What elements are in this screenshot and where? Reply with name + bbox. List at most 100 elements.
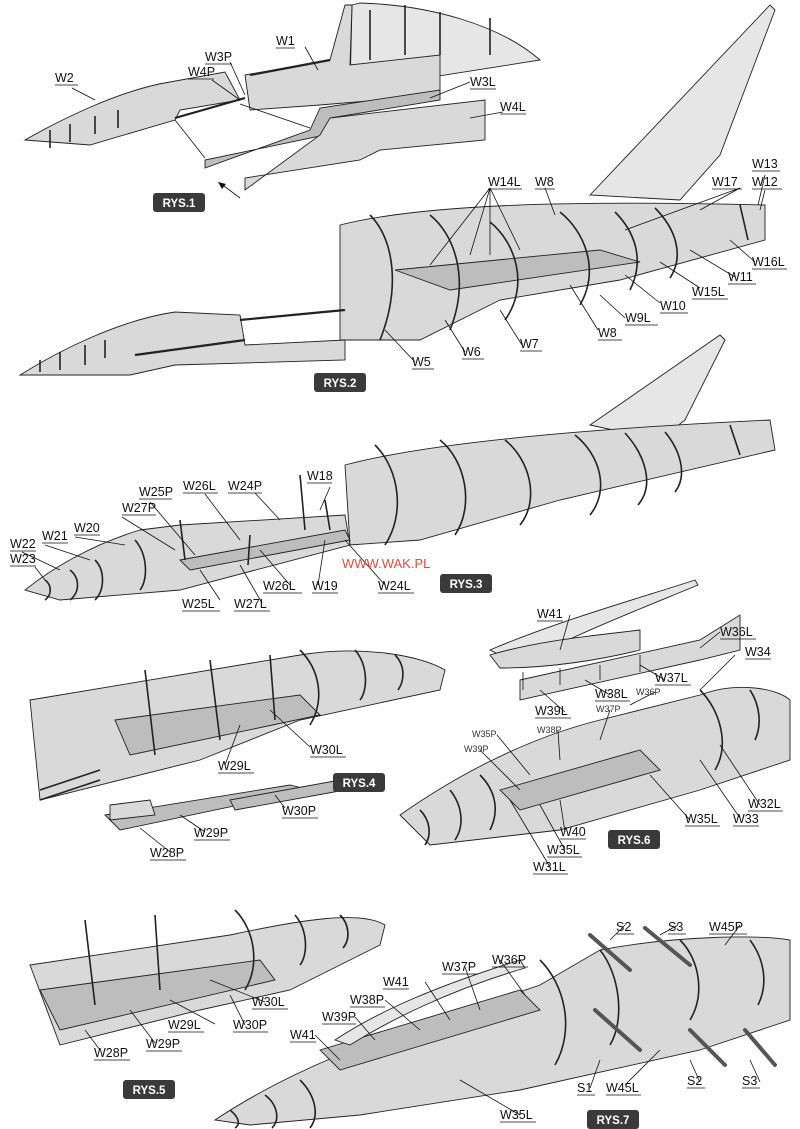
part-label: W19 — [312, 579, 338, 593]
part-label: W38P — [537, 725, 562, 735]
part-label: W45P — [709, 920, 743, 934]
part-label: W22 — [10, 537, 36, 551]
part-label: S2 — [687, 1074, 702, 1088]
part-label: W24P — [228, 479, 262, 493]
labels-rys2: W13 W14L W8 W17 W12 W16L W11 W15L W10 W9… — [412, 157, 785, 369]
part-label: W16L — [752, 255, 785, 269]
leader-lines — [21, 46, 766, 1116]
part-label: W41 — [383, 975, 409, 989]
part-label: W31L — [533, 860, 566, 874]
part-label: W38P — [350, 993, 384, 1007]
labels-rys5: W30L W29L W30P W28P W29P — [94, 995, 285, 1060]
part-label: W8 — [598, 326, 617, 340]
part-label: W2 — [55, 71, 74, 85]
part-label: W4P — [188, 65, 215, 79]
svg-text:RYS.7: RYS.7 — [597, 1115, 630, 1127]
figure-rys5 — [29, 909, 386, 1046]
part-label: W23 — [10, 552, 36, 566]
part-label: W37P — [442, 960, 476, 974]
figure-rys2 — [18, 4, 776, 376]
labels-rys6: W41 W36L W34 W37L W38L W36P W39L W37P W3… — [464, 607, 781, 874]
part-label: W21 — [42, 529, 68, 543]
labels-rys1: W2 W3P W4P W1 W3L W4L — [55, 34, 526, 114]
part-label: S3 — [742, 1074, 757, 1088]
part-label: W12 — [752, 175, 778, 189]
part-label: W6 — [462, 345, 481, 359]
part-label: W7 — [520, 337, 539, 351]
part-label: W28P — [150, 846, 184, 860]
svg-text:RYS.2: RYS.2 — [324, 378, 357, 390]
part-label: W27L — [234, 597, 267, 611]
svg-text:RYS.1: RYS.1 — [163, 198, 196, 210]
part-label: W1 — [276, 34, 295, 48]
svg-text:RYS.5: RYS.5 — [133, 1085, 166, 1097]
label-underlines — [10, 47, 787, 1123]
part-label: W36L — [720, 625, 753, 639]
part-label: W41 — [537, 607, 563, 621]
part-label: W40 — [560, 825, 586, 839]
part-label: W35L — [500, 1108, 533, 1122]
figure-rys4 — [29, 649, 446, 831]
part-label: W34 — [745, 645, 771, 659]
part-label: W35L — [685, 812, 718, 826]
part-label: W39P — [322, 1010, 356, 1024]
part-label: W37L — [655, 671, 688, 685]
part-label: W4L — [500, 100, 526, 114]
part-label: W18 — [307, 469, 333, 483]
part-label: W25L — [182, 597, 215, 611]
part-label: W35P — [472, 729, 497, 739]
part-label: W26L — [183, 479, 216, 493]
part-label: W35L — [547, 843, 580, 857]
part-label: W3P — [205, 50, 232, 64]
part-label: W29P — [146, 1037, 180, 1051]
part-label: W28P — [94, 1046, 128, 1060]
part-label: W27P — [122, 501, 156, 515]
part-label: W8 — [535, 175, 554, 189]
figure-tag-rys6: RYS.6 — [608, 830, 660, 849]
part-label: W3L — [470, 75, 496, 89]
part-label: W9L — [625, 311, 651, 325]
part-label: W39P — [464, 744, 489, 754]
labels-rys3: W18 W24P W26L W25P W27P W20 W21 W22 W23 … — [10, 469, 411, 611]
svg-text:RYS.4: RYS.4 — [343, 778, 376, 790]
part-label: W11 — [728, 270, 753, 284]
part-label: W24L — [378, 579, 411, 593]
figure-rys1 — [23, 2, 542, 199]
part-label: W26L — [263, 579, 296, 593]
part-label: W29P — [194, 826, 228, 840]
part-label: W32L — [748, 797, 781, 811]
part-label: W29L — [218, 759, 251, 773]
figure-tag-rys5: RYS.5 — [123, 1080, 175, 1099]
part-label: S1 — [577, 1081, 592, 1095]
figure-tag-rys3: RYS.3 — [440, 574, 492, 593]
part-label: W41 — [290, 1028, 316, 1042]
part-label: W14L — [488, 175, 521, 189]
part-label: W33 — [733, 812, 759, 826]
figure-rys6 — [399, 579, 791, 846]
part-label: W37P — [596, 704, 621, 714]
labels-rys4: W29L W30L W30P W29P W28P — [150, 743, 343, 860]
labels-rys7: S2 S3 W45P W36P W37P W41 W38P W39P W41 S… — [290, 920, 757, 1122]
figure-tag-rys4: RYS.4 — [333, 773, 385, 792]
part-label: W36P — [636, 687, 661, 697]
figure-rys7 — [213, 926, 791, 1129]
figure-tag-rys7: RYS.7 — [587, 1110, 639, 1129]
figure-tag-rys2: RYS.2 — [314, 373, 366, 392]
part-label: S3 — [668, 920, 683, 934]
part-label: W13 — [752, 157, 778, 171]
watermark: WWW.WAK.PL — [342, 556, 430, 571]
part-label: W30L — [310, 743, 343, 757]
part-label: W5 — [412, 355, 431, 369]
part-label: W36P — [492, 953, 526, 967]
part-label: W38L — [595, 687, 628, 701]
part-label: S2 — [616, 920, 631, 934]
part-label: W25P — [139, 485, 173, 499]
part-label: W30P — [233, 1018, 267, 1032]
part-label: W39L — [535, 704, 568, 718]
figure-tag-rys1: RYS.1 — [153, 193, 205, 212]
part-label: W45L — [606, 1081, 639, 1095]
svg-text:RYS.3: RYS.3 — [450, 579, 483, 591]
part-label: W17 — [712, 175, 738, 189]
part-label: W30L — [252, 995, 285, 1009]
